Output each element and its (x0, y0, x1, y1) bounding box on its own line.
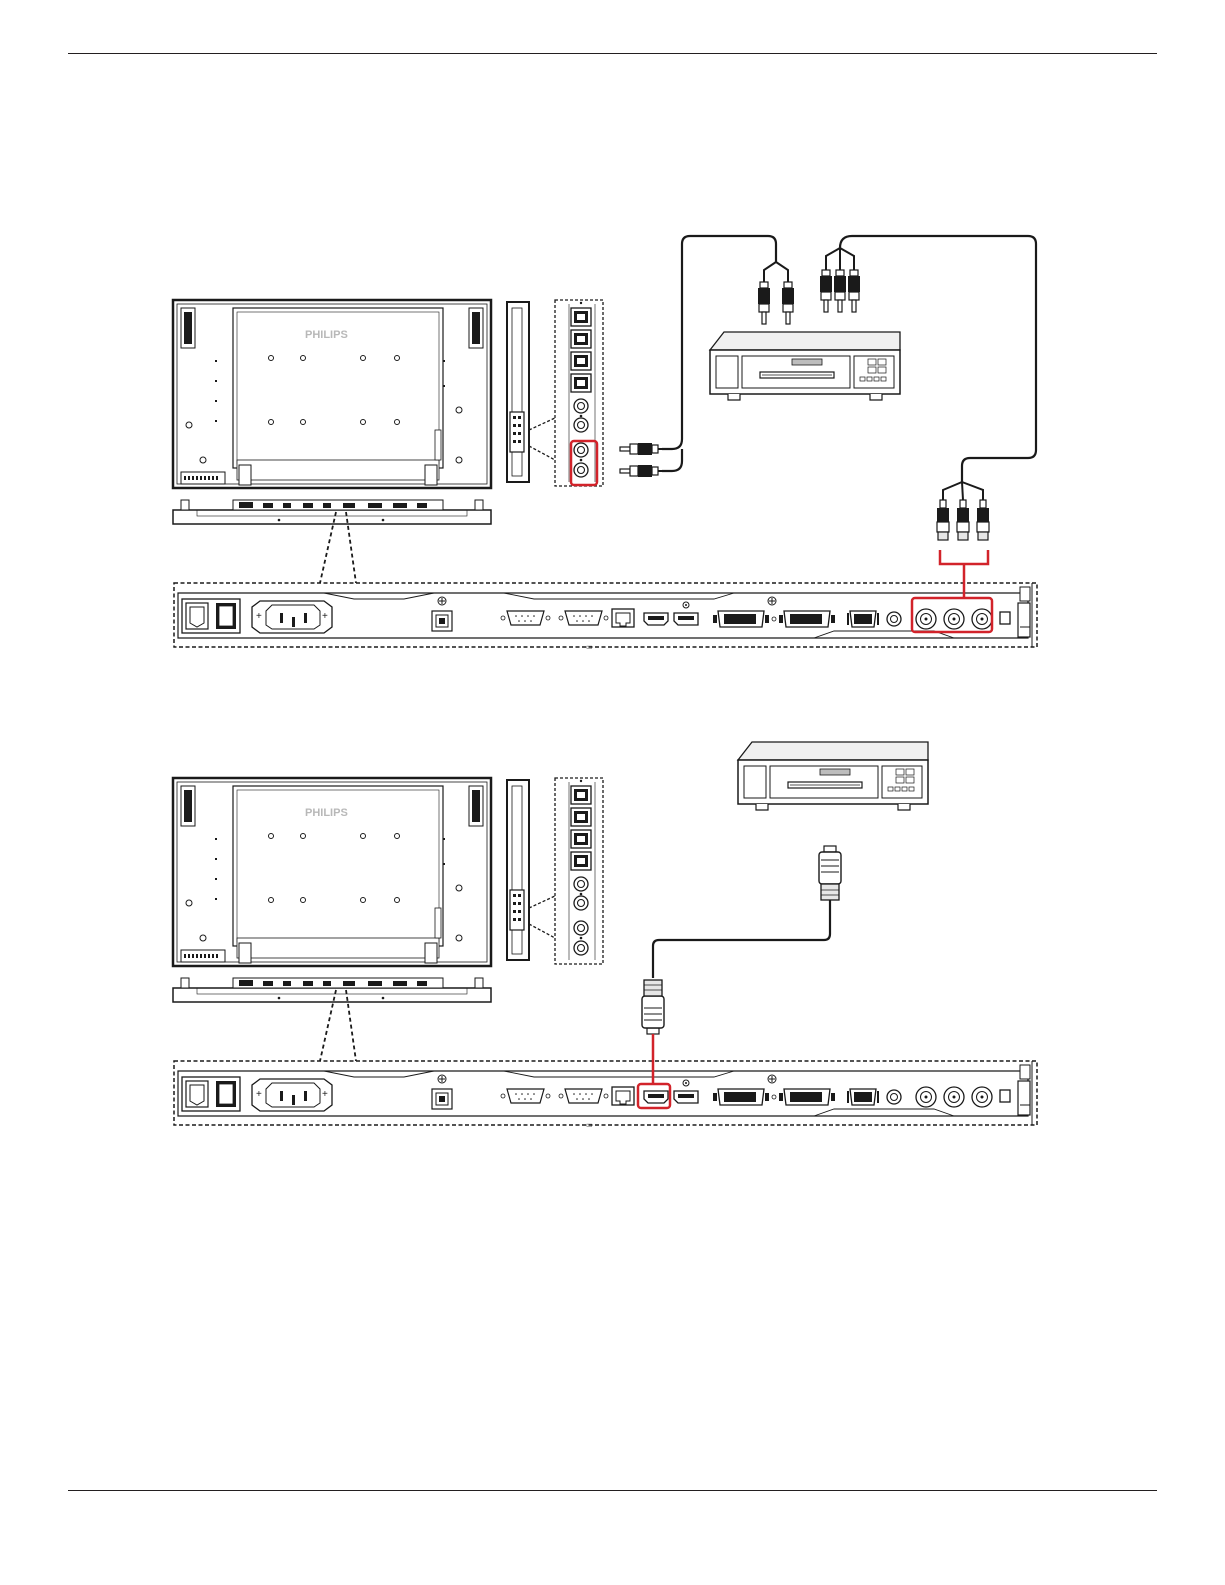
rca-plug (782, 282, 794, 324)
monitor-side-view (507, 780, 529, 960)
bnc-plug (937, 500, 949, 540)
philips-logo: PHILIPS (305, 807, 348, 819)
monitor-side-view (507, 302, 529, 482)
hdmi-plug (642, 980, 664, 1034)
rca-plug (758, 282, 770, 324)
monitor-bottom-view (173, 500, 491, 524)
monitor-rear-view: PHILIPS (173, 778, 491, 966)
audio-terminal-panel (529, 300, 603, 486)
diagram-component-connection: PHILIPS (173, 236, 1037, 651)
rca-plug (848, 270, 860, 312)
bnc-plug (957, 500, 969, 540)
rca-plug (620, 465, 658, 477)
media-player-1 (710, 332, 900, 400)
component-cable (820, 236, 1036, 598)
hdmi-cable (642, 846, 841, 1084)
rca-plug (834, 270, 846, 312)
monitor-rear-view: PHILIPS (173, 300, 491, 488)
media-player-2 (738, 742, 928, 810)
diagram-hdmi-connection: PHILIPS (173, 742, 1037, 1129)
hdmi-plug (819, 846, 841, 900)
bnc-plug (977, 500, 989, 540)
io-panel-zoom (174, 1061, 1037, 1129)
rca-plug (820, 270, 832, 312)
monitor-bottom-view (173, 978, 491, 1002)
rca-plug (620, 443, 658, 455)
io-panel-zoom (174, 583, 1037, 651)
philips-logo: PHILIPS (305, 329, 348, 341)
audio-terminal-panel (529, 778, 603, 964)
